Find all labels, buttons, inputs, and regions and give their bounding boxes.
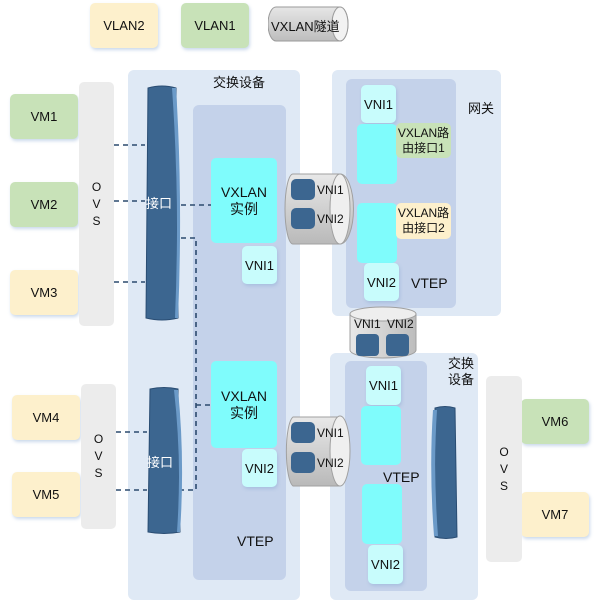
vni2-right[interactable]: VNI2 [368, 545, 403, 584]
tunnel-bottom-vni2-label: VNI2 [317, 456, 344, 470]
route-if2-line1: VXLAN路 [397, 206, 450, 220]
tunnel-cylinder-icon [268, 6, 349, 42]
vxlan-tunnel-vertical [349, 306, 417, 359]
ovs-letter: V [92, 196, 101, 211]
vm-2[interactable]: VM2 [10, 182, 78, 227]
vxlan-instance-top[interactable]: VXLAN 实例 [211, 158, 277, 243]
vm-3[interactable]: VM3 [10, 270, 78, 315]
gateway-route-block-2 [357, 203, 397, 263]
right-instance-block-1 [361, 406, 401, 465]
vtep-left-label: VTEP [237, 533, 274, 549]
interface-top-label: 接口 [146, 196, 173, 211]
interface-right-icon [431, 406, 458, 539]
ovs-letter: O [91, 179, 102, 194]
vm-2-label: VM2 [30, 196, 58, 212]
vxlan-route-interface-1[interactable]: VXLAN路 由接口1 [396, 123, 451, 158]
gateway-route-block-1 [357, 124, 397, 184]
right-instance-block-2 [362, 484, 402, 544]
vm-7-label: VM7 [541, 506, 569, 522]
legend-vlan1-label: VLAN1 [194, 17, 236, 33]
tunnel-vertical-vni1-label: VNI1 [354, 317, 381, 331]
vni2-left[interactable]: VNI2 [242, 449, 277, 487]
vxlan-instance-bottom-line1: VXLAN [221, 387, 267, 404]
switch-right-title-line2: 设备 [448, 372, 475, 387]
tunnel-bottom-vni1-label: VNI1 [317, 426, 344, 440]
vxlan-instance-top-line1: VXLAN [221, 183, 267, 200]
vni2-tunnel-icon [386, 334, 409, 356]
legend-tunnel-label: VXLAN隧道 [271, 19, 340, 34]
vm-6-label: VM6 [541, 413, 569, 429]
vm-4-label: VM4 [32, 409, 60, 425]
legend-vlan2: VLAN2 [90, 3, 158, 48]
ovs-letter: O [93, 432, 104, 446]
ovs-letter: S [92, 213, 101, 228]
ovs-left-bottom: O V S [81, 384, 116, 529]
ovs-letter: V [499, 461, 508, 476]
vm-5-label: VM5 [32, 486, 60, 502]
vni1-gateway[interactable]: VNI1 [361, 85, 396, 123]
ovs-right: O V S [486, 376, 522, 562]
vxlan-tunnel-bottom [285, 415, 351, 487]
vtep-right-label: VTEP [383, 469, 420, 485]
vni2-tunnel-icon [291, 452, 315, 473]
ovs-letter: V [94, 449, 103, 463]
ovs-letter: S [499, 478, 508, 493]
switch-left-title: 交换设备 [213, 75, 266, 90]
switch-right-title-line1: 交换 [448, 356, 475, 371]
vni1-right[interactable]: VNI1 [366, 366, 401, 405]
interface-top-icon [145, 85, 181, 321]
vxlan-instance-bottom-line2: 实例 [230, 404, 258, 421]
vni2-left-label: VNI2 [245, 460, 274, 476]
link-interface-trunk [181, 237, 197, 491]
ovs-letter: O [499, 444, 509, 459]
vni1-tunnel-icon [291, 179, 315, 200]
tunnel-top-vni1-label: VNI1 [317, 183, 344, 197]
vm-4[interactable]: VM4 [12, 395, 80, 440]
legend-vlan2-label: VLAN2 [103, 17, 145, 33]
ovs-left-top: O V S [79, 82, 114, 326]
vtep-gateway-label: VTEP [411, 275, 448, 291]
vni1-left[interactable]: VNI1 [242, 246, 277, 284]
switch-right-title: 交换 设备 [448, 356, 474, 388]
tunnel-vertical-vni2-label: VNI2 [387, 317, 414, 331]
route-if1-line1: VXLAN路 [397, 125, 450, 140]
ovs-letter: S [94, 466, 103, 480]
gateway-title: 网关 [468, 101, 495, 116]
vni2-gateway[interactable]: VNI2 [364, 263, 399, 301]
route-if1-line2: 由接口1 [402, 140, 445, 155]
vm-1-label: VM1 [30, 108, 58, 124]
tunnel-top-vni2-label: VNI2 [317, 212, 344, 226]
vxlan-route-interface-2[interactable]: VXLAN路 由接口2 [396, 203, 451, 239]
interface-bottom-icon [147, 387, 183, 534]
route-if2-line2: 由接口2 [402, 221, 445, 235]
vxlan-instance-bottom[interactable]: VXLAN 实例 [211, 361, 277, 448]
vni2-tunnel-icon [291, 208, 315, 229]
vm-7[interactable]: VM7 [521, 492, 589, 537]
vni2-gateway-label: VNI2 [367, 274, 396, 290]
vni1-tunnel-icon [291, 422, 315, 443]
vm-3-label: VM3 [30, 284, 58, 300]
interface-bottom-label: 接口 [147, 455, 174, 470]
vxlan-tunnel-top [284, 173, 354, 245]
vm-6[interactable]: VM6 [521, 399, 589, 444]
vni1-gateway-label: VNI1 [364, 96, 393, 112]
vm-1[interactable]: VM1 [10, 94, 78, 139]
vxlan-instance-top-line2: 实例 [230, 200, 258, 217]
vni1-tunnel-icon [356, 334, 379, 356]
legend-vlan1: VLAN1 [181, 3, 249, 48]
vni2-right-label: VNI2 [371, 557, 400, 572]
vni1-right-label: VNI1 [369, 378, 398, 393]
vm-5[interactable]: VM5 [12, 472, 80, 517]
legend-vxlan-tunnel: VXLAN隧道 [268, 6, 350, 42]
vni1-left-label: VNI1 [245, 257, 274, 273]
